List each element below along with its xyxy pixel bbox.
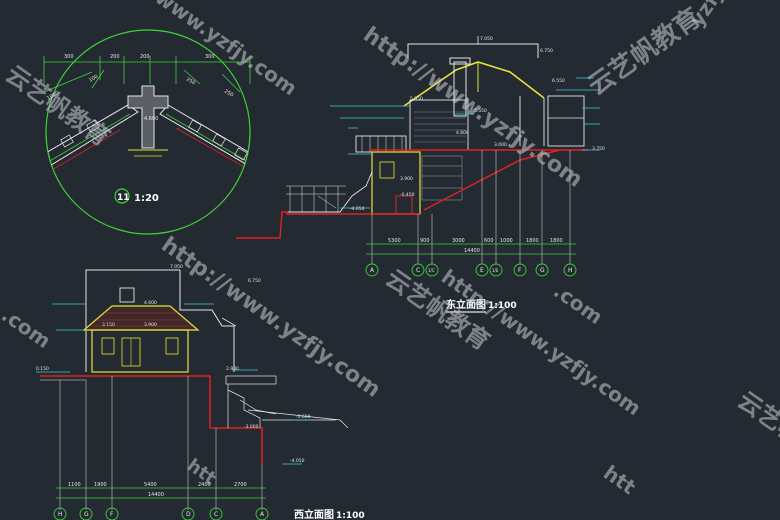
detail-roof-left xyxy=(46,104,139,179)
detail-tiles xyxy=(46,119,248,163)
detail-dim-6: 100 xyxy=(88,74,99,84)
watermark-com-2: .com xyxy=(0,302,55,353)
east-elev-2: 6.750 xyxy=(540,48,553,54)
watermark-htt-2: htt xyxy=(183,455,220,490)
detail-boundary-circle xyxy=(45,29,251,235)
west-dim-2: 1900 xyxy=(94,482,107,488)
detail-label: 11 1:20 xyxy=(114,188,159,204)
east-elev-7: 3.000 xyxy=(494,142,507,148)
detail-dim-5: 1000 xyxy=(46,90,60,102)
east-elev-8: 3.750 xyxy=(592,146,605,152)
west-lower-house xyxy=(91,329,189,373)
east-left-stair xyxy=(286,171,373,213)
east-axis-1c: 1/C xyxy=(428,268,435,273)
detail-dim-3: 200 xyxy=(140,54,150,60)
east-axis-bubbles xyxy=(365,263,577,277)
west-axis-d: D xyxy=(186,511,191,518)
watermark-url-3: http://www.yzfjy.com xyxy=(157,232,385,402)
detail-elevation: 4.600 xyxy=(144,116,158,122)
watermark-brand-1: 云艺帆教育 xyxy=(1,60,115,152)
west-axis-c: C xyxy=(214,511,218,518)
east-total-dim: 14400 xyxy=(464,248,480,254)
west-elev-2: 6.750 xyxy=(248,278,261,284)
west-elev-4: 3.900 xyxy=(144,322,157,328)
detail-11-callout: 300 200 200 300 1000 100 250 250 4.600 1… xyxy=(43,29,251,235)
west-elev-3: 4.600 xyxy=(144,300,157,306)
watermark-url-1: http://www.yzfjy.com xyxy=(93,0,301,100)
detail-dim-1: 300 xyxy=(64,54,74,60)
watermark-htt-1: htt xyxy=(599,460,640,499)
east-axis-g: G xyxy=(540,267,545,274)
west-right-stair xyxy=(225,375,349,429)
west-axis-g: G xyxy=(84,511,89,518)
watermarks: http://www.yzfjy.com http://www.yzfjy.co… xyxy=(0,0,780,499)
east-elev-9: 3.900 xyxy=(400,176,413,182)
watermark-com-1: .com xyxy=(549,278,607,329)
east-dim-4: 600 xyxy=(484,238,494,244)
east-elev-10: -0.450 xyxy=(400,192,415,198)
detail-roof-right xyxy=(159,104,250,171)
detail-ridge-cross xyxy=(127,85,169,149)
east-axis-f: F xyxy=(518,267,522,274)
west-dim-1: 1100 xyxy=(68,482,81,488)
detail-dim-4: 300 xyxy=(205,54,215,60)
east-elev-6: 4.600 xyxy=(456,130,469,136)
east-axis-a: A xyxy=(370,267,375,274)
east-title-text: 东立面图 xyxy=(446,298,486,311)
east-axis-1e: 1/E xyxy=(492,268,499,273)
east-axis-e: E xyxy=(480,267,484,274)
west-title-scale: 1:100 xyxy=(336,511,365,520)
detail-dim-2: 200 xyxy=(110,54,120,60)
west-elev-9: -3.000 xyxy=(244,424,259,430)
east-chimney xyxy=(453,61,467,117)
west-title: 西立面图 1:100 xyxy=(294,508,365,520)
west-elev-5: 3.150 xyxy=(102,322,115,328)
east-title-scale: 1:100 xyxy=(488,301,517,311)
detail-dim-7: 250 xyxy=(185,77,196,87)
west-elev-1: 7.050 xyxy=(170,264,183,270)
west-elev-7: 0.150 xyxy=(36,366,49,372)
east-elev-11: -4.050 xyxy=(350,206,365,212)
east-dim-1: 5300 xyxy=(388,238,401,244)
west-elev-10: -4.050 xyxy=(290,458,305,464)
east-dim-5: 1000 xyxy=(500,238,513,244)
east-dim-3: 3000 xyxy=(452,238,465,244)
east-title: 东立面图 1:100 xyxy=(446,298,517,313)
west-axis-a: A xyxy=(260,511,265,518)
east-elev-1: 7.050 xyxy=(480,36,493,42)
watermark-brand-4: 云艺帆教育 xyxy=(733,386,780,478)
east-dim-2: 900 xyxy=(420,238,430,244)
east-axis-h: H xyxy=(568,267,573,274)
west-dim-3: 5400 xyxy=(144,482,157,488)
west-elev-6: 2.900 xyxy=(226,366,239,372)
west-title-text: 西立面图 xyxy=(294,508,334,520)
detail-dim-8: 250 xyxy=(223,89,234,99)
west-axis-f: F xyxy=(110,511,114,518)
west-total-dim: 14400 xyxy=(148,492,164,498)
east-axis-c: C xyxy=(416,267,420,274)
west-elev-8: -3.600 xyxy=(296,414,311,420)
east-dim-6: 1800 xyxy=(526,238,539,244)
west-dim-4: 2400 xyxy=(198,482,211,488)
east-elev-5: 5.550 xyxy=(474,108,487,114)
east-elev-3: 6.550 xyxy=(552,78,565,84)
detail-label-scale: 1:20 xyxy=(134,193,159,204)
detail-label-number: 11 xyxy=(117,193,130,203)
east-elevation: 5300 900 3000 600 1000 1800 1800 14400 7… xyxy=(236,36,605,313)
west-axis-bubbles xyxy=(53,507,269,520)
west-elevation: 1100 1900 5400 2400 2700 14400 7.050 6.7… xyxy=(36,264,365,520)
west-dim-5: 2700 xyxy=(234,482,247,488)
east-dim-7: 1800 xyxy=(550,238,563,244)
west-axis-h: H xyxy=(58,511,63,518)
watermark-url-2: http://www.yzfjy.com xyxy=(359,22,587,192)
east-elev-4: 5.350 xyxy=(410,96,423,102)
